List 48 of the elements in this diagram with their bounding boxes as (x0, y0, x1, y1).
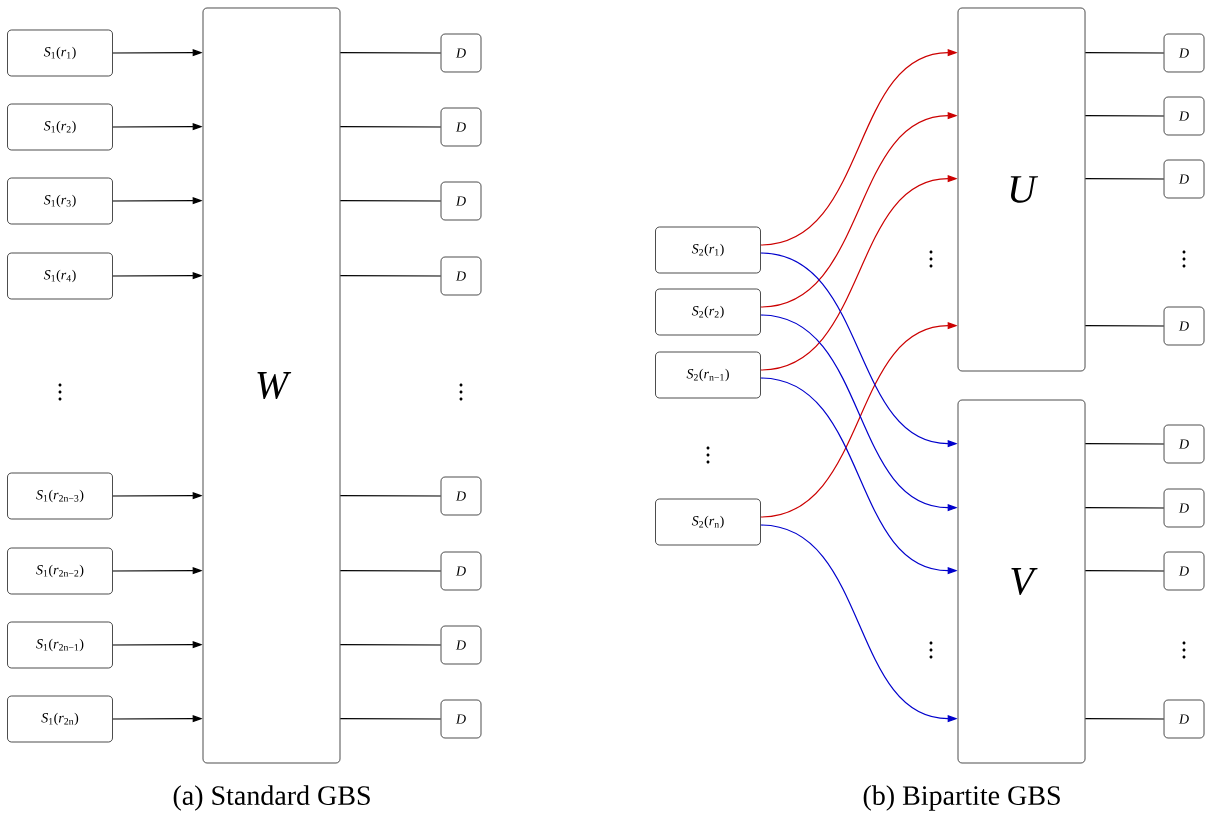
connector-line (339, 718, 442, 720)
detector-box: D (1163, 551, 1205, 591)
detector-box: D (1163, 699, 1205, 739)
source-box: S$_{1}$(r$_{2}$) (7, 103, 113, 151)
detector-box: D (1163, 306, 1205, 346)
detector-box: D (1163, 33, 1205, 73)
detector-box: D (440, 551, 482, 591)
large-box: V (957, 399, 1086, 764)
detector-box: D (440, 625, 482, 665)
source-box: S$_{1}$(r$_{3}$) (7, 177, 113, 225)
detector-box: D (440, 107, 482, 147)
source-box: S$_{1}$(r$_{4}$) (7, 252, 113, 300)
detector-box: D (440, 33, 482, 73)
source-box: S$_{1}$(r$_{2n−3}$) (7, 472, 113, 520)
detector-box: D (440, 256, 482, 296)
detector-box: D (1163, 159, 1205, 199)
detector-box: D (440, 476, 482, 516)
connector-line (339, 275, 442, 277)
source-box: S$_{2}$(r$_{n−1}$) (655, 351, 761, 399)
connector-line (339, 644, 442, 646)
detector-box: D (1163, 96, 1205, 136)
source-box: S$_{2}$(r$_{2}$) (655, 288, 761, 336)
connector-line (1084, 570, 1165, 572)
connector-line (339, 52, 442, 54)
detector-box: D (440, 181, 482, 221)
large-box: U (957, 7, 1086, 372)
subfigure-caption: (a) Standard GBS (173, 785, 370, 811)
connector-line (1084, 443, 1165, 445)
connector-line (1084, 718, 1165, 720)
detector-box: D (1163, 488, 1205, 528)
source-box: S$_{1}$(r$_{1}$) (7, 29, 113, 77)
connector-line (1084, 507, 1165, 509)
source-box: S$_{2}$(r$_{n}$) (655, 498, 761, 546)
connector-line (339, 495, 442, 497)
source-box: S$_{2}$(r$_{1}$) (655, 226, 761, 274)
source-box: S$_{1}$(r$_{2n}$) (7, 695, 113, 743)
detector-box: D (440, 699, 482, 739)
connector-line (339, 570, 442, 572)
connector-line (339, 126, 442, 128)
connector-line (1084, 115, 1165, 117)
detector-box: D (1163, 424, 1205, 464)
connector-line (1084, 325, 1165, 327)
connector-line (339, 200, 442, 202)
connector-line (1084, 178, 1165, 180)
source-box: S$_{1}$(r$_{2n−1}$) (7, 621, 113, 669)
source-box: S$_{1}$(r$_{2n−2}$) (7, 547, 113, 595)
connector-line (1084, 52, 1165, 54)
large-box: W (202, 7, 341, 764)
